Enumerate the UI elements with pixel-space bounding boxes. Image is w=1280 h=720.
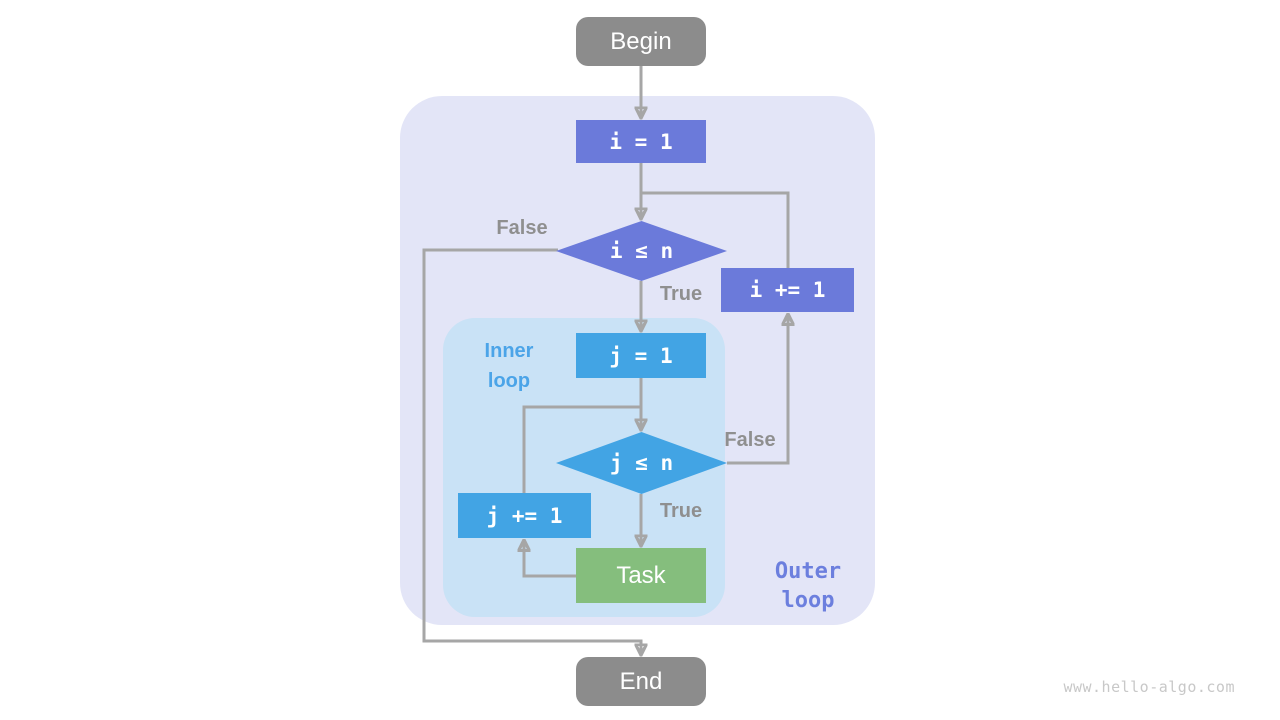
node-j-init: j = 1 (576, 333, 706, 378)
node-end: End (576, 657, 706, 706)
edge-label-inner-false: False (724, 429, 776, 451)
edge-i-inc-feedback (641, 191, 790, 268)
node-i-init: i = 1 (576, 120, 706, 163)
watermark: www.hello-algo.com (1063, 678, 1235, 696)
node-i-increment: i += 1 (721, 268, 854, 312)
edge-task-to-j-inc (524, 542, 576, 578)
edge-j-inc-feedback (522, 405, 640, 493)
node-j-increment: j += 1 (458, 493, 591, 538)
outer-loop-label: Outer loop (774, 559, 842, 613)
node-task: Task (576, 548, 706, 603)
edge-label-outer-true: True (659, 283, 703, 305)
edge-label-inner-true: True (659, 500, 703, 522)
edge-label-outer-false: False (496, 217, 548, 239)
inner-loop-label: Inner loop (484, 340, 534, 392)
node-begin: Begin (576, 17, 706, 66)
edge-i-cond-false-to-end (422, 248, 641, 653)
edge-j-cond-false-to-i-inc (727, 316, 788, 465)
